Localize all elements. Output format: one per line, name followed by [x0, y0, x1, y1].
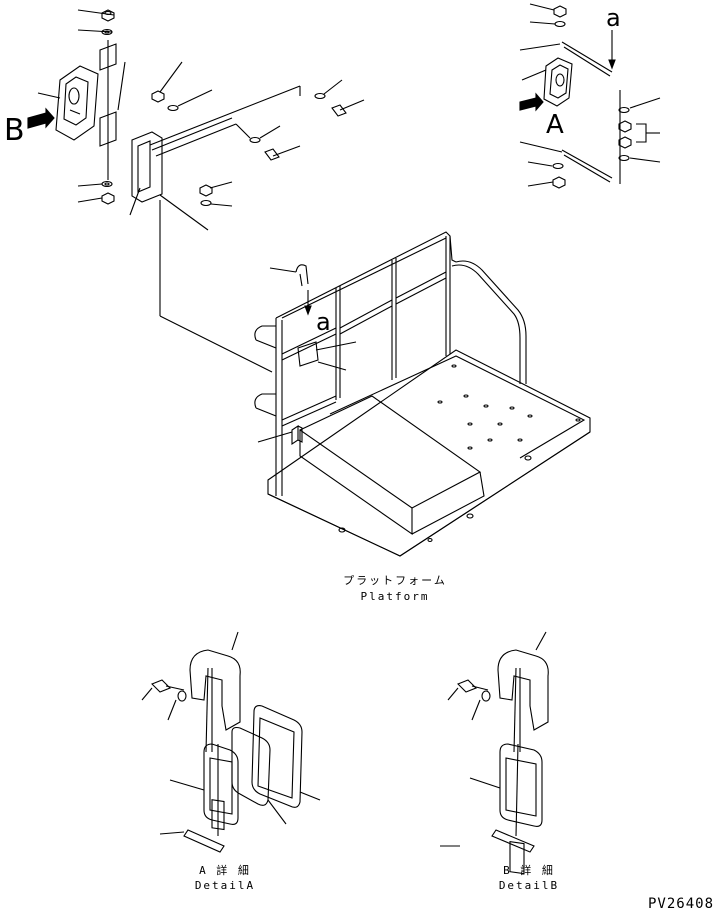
- nut-right-1: [552, 176, 566, 189]
- gasket-a: [251, 705, 303, 808]
- clamp-2: [291, 424, 303, 446]
- rod-lower: [561, 149, 613, 183]
- nut-top-left: [101, 9, 115, 22]
- pin-a: [183, 829, 225, 853]
- washer-right-3: [618, 154, 630, 162]
- handrail: [254, 231, 527, 496]
- bolt-arm: [331, 99, 365, 117]
- mirror-frame-b: [499, 743, 543, 875]
- detail-a-drawing: [141, 631, 321, 853]
- view-label-b: B: [4, 113, 25, 148]
- bolt-arm-2: [264, 145, 301, 161]
- stay-upper: [99, 43, 117, 71]
- nut-right-2: [618, 120, 632, 133]
- detail-b-caption-jp: B 詳 細: [503, 864, 555, 877]
- washer-bracket: [200, 199, 212, 207]
- stay-lower: [99, 111, 117, 147]
- cover-b: [497, 649, 549, 753]
- nut-bottom-left: [101, 192, 115, 205]
- detail-a-caption-en: DetailA: [194, 879, 256, 892]
- nut-bracket: [199, 184, 213, 197]
- mirror-frame-a: [203, 743, 239, 836]
- nut-right-3: [618, 136, 632, 149]
- washer-arm-3: [249, 136, 261, 144]
- reference-label-a-top: a: [606, 4, 621, 32]
- step-box: [298, 395, 485, 536]
- mirror-a-body: [543, 57, 573, 107]
- mirror-bracket: [131, 117, 237, 203]
- view-arrow-b: [27, 107, 55, 129]
- deck-holes: [338, 364, 581, 543]
- washer-top-right: [554, 20, 566, 28]
- pin-b: [491, 829, 535, 853]
- nut-top-right: [553, 5, 567, 18]
- nut-arm: [151, 90, 165, 103]
- washer-arm-2: [314, 92, 326, 100]
- clamp-1: [297, 341, 319, 367]
- washer-bottom-left: [101, 180, 113, 188]
- cover-a: [189, 649, 241, 753]
- washer-right-2: [618, 106, 630, 114]
- platform-caption-en: Platform: [360, 590, 430, 603]
- washer-detail-a: [177, 690, 187, 702]
- mirror-bracket-assembly-b: [27, 9, 365, 373]
- view-arrow-a: [519, 92, 544, 112]
- rod-upper: [561, 41, 613, 77]
- detail-b-drawing: [440, 631, 549, 875]
- mirror-b-body: [55, 65, 99, 141]
- washer-detail-b: [481, 690, 491, 702]
- bolt-detail-b: [457, 679, 489, 693]
- mirror-assembly-a: [519, 3, 661, 189]
- washer-arm: [167, 104, 179, 112]
- platform-assembly: [254, 231, 591, 557]
- detail-a-caption-jp: A 詳 細: [199, 864, 251, 877]
- detail-b-caption-en: DetailB: [498, 879, 560, 892]
- bolt-detail-a: [151, 679, 185, 693]
- drawing-number: PV26408: [648, 896, 715, 912]
- platform-caption-jp: プラットフォーム: [343, 574, 447, 587]
- u-bolt: [295, 264, 309, 287]
- view-label-a: A: [546, 110, 564, 140]
- washer-right-1: [552, 162, 564, 170]
- reference-label-a-platform: a: [316, 308, 331, 336]
